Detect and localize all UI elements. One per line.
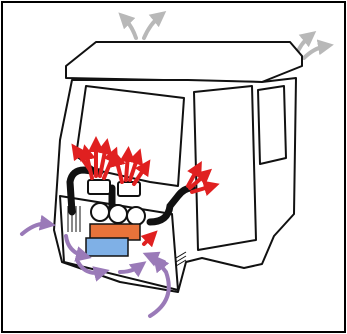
evaporator: [86, 238, 128, 256]
warm-air-arrow: [126, 154, 128, 180]
vent-outlet: [88, 180, 110, 194]
vent-outlet: [118, 182, 140, 196]
door: [194, 86, 256, 250]
cab-roof: [66, 42, 302, 82]
blower-fans: [91, 203, 145, 225]
